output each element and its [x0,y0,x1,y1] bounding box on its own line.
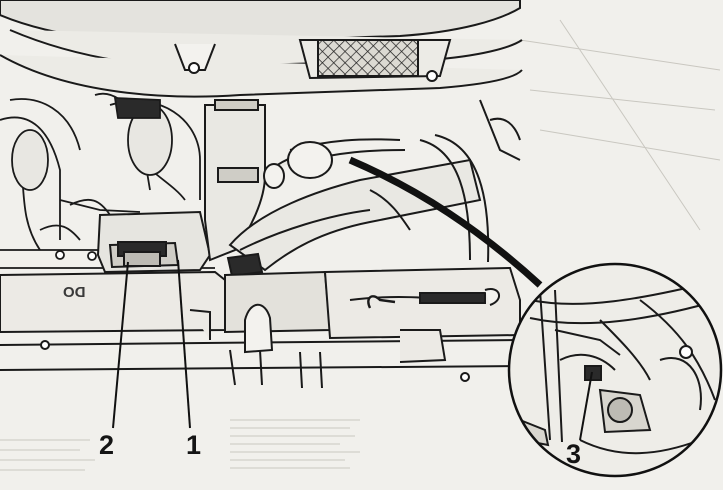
cowl-panel [0,0,523,98]
leader-line [348,156,543,288]
callout-3-leader [579,371,593,441]
callout-3-label: 3 [566,439,582,469]
left-engine-components [0,92,215,269]
fuse-relay-box [96,210,212,274]
zoom-detail [507,262,723,478]
right-hoses [287,99,521,263]
embossed-marking: DO [63,283,86,300]
callout-2-label: 2 [99,430,115,460]
callout-1-label: 1 [186,430,202,460]
callout-leaders [112,259,191,429]
front-crossmember [0,266,521,389]
background-texture [0,19,721,471]
intake-duct [204,99,482,278]
